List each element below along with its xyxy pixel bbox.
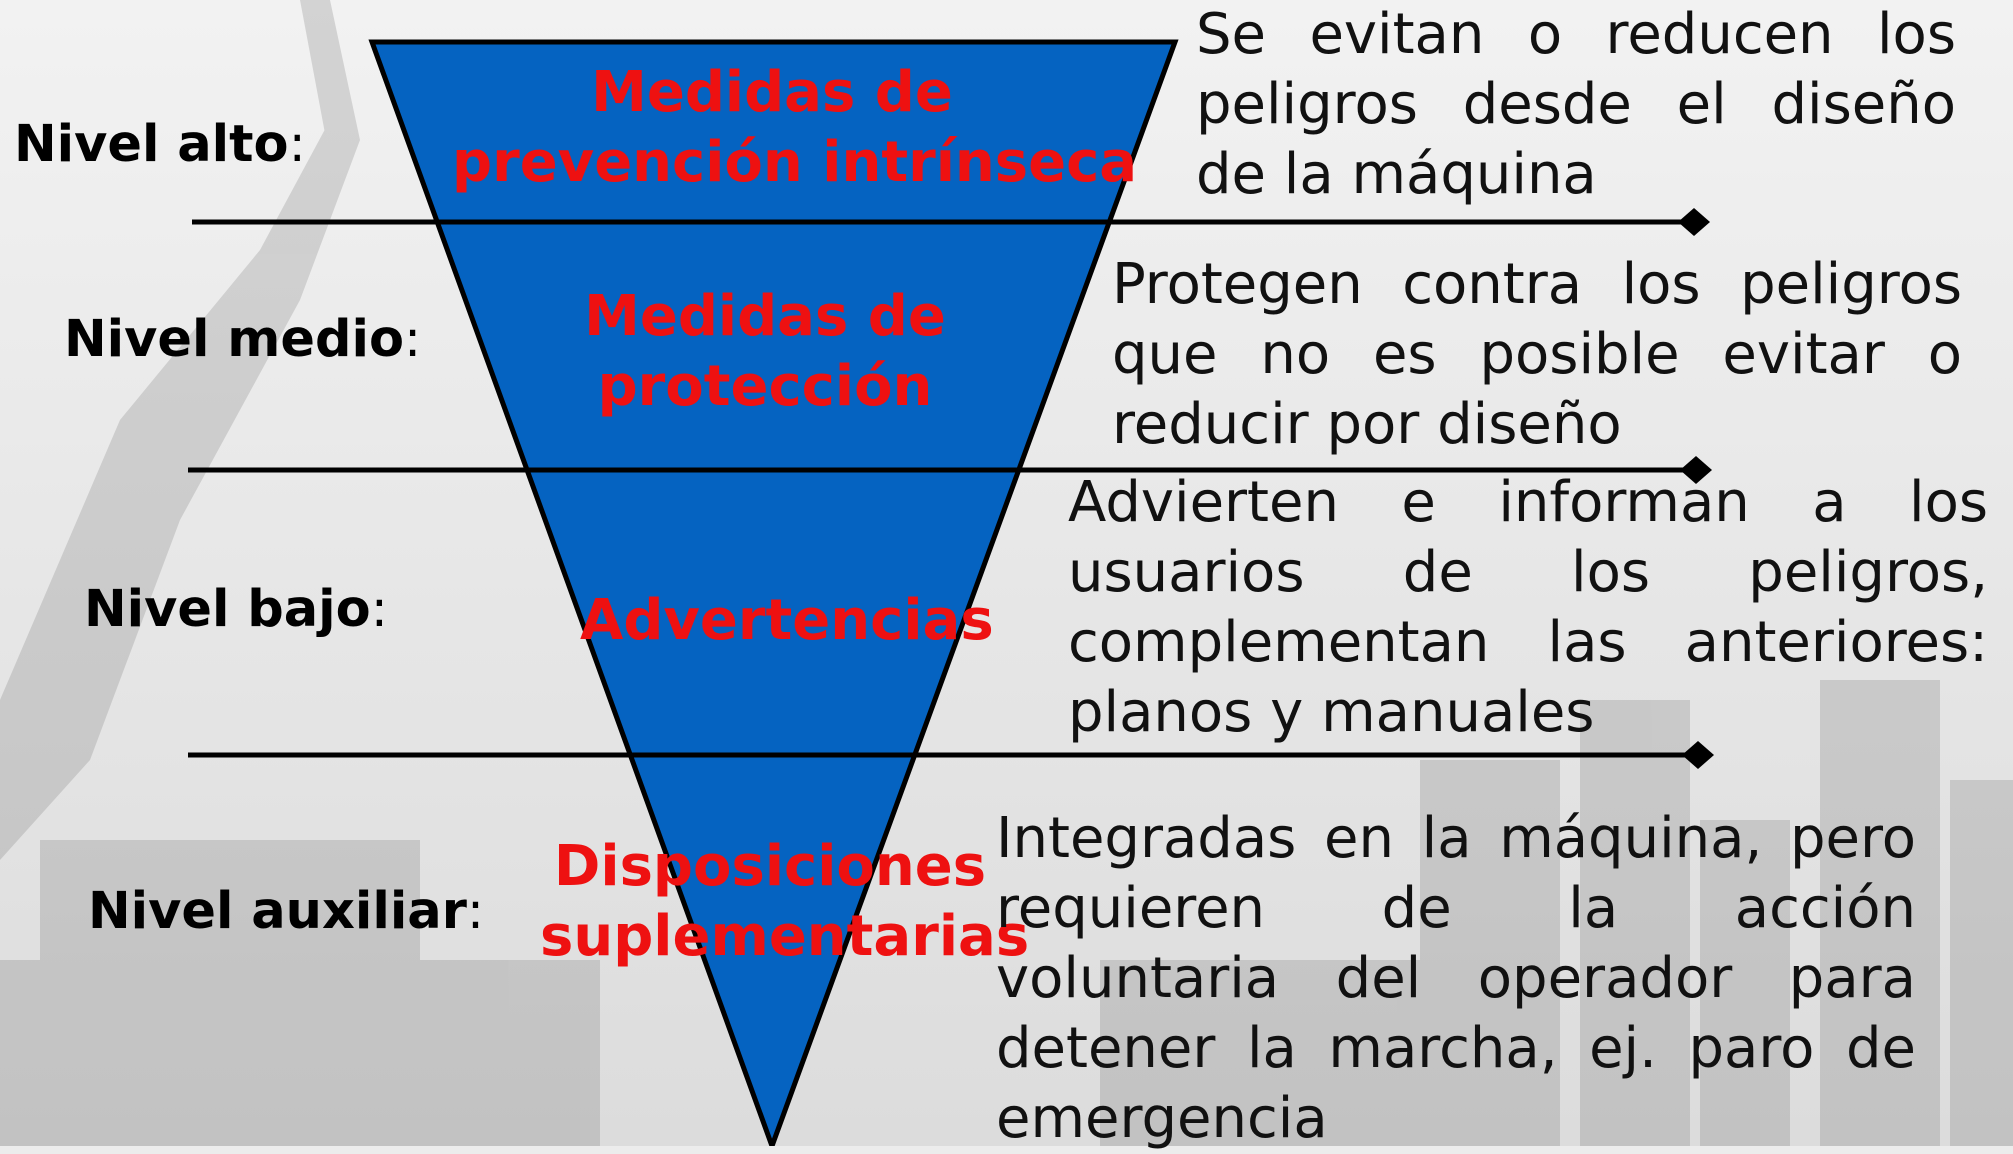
description-line: de la máquina [1196,142,1597,207]
level-colon: : [370,580,388,639]
divider-line-1 [192,208,1710,236]
description-line: que no es posible evitar o [1112,322,1962,387]
measure-line: Disposiciones [553,834,987,899]
measure-line: prevención intrínseca [452,130,1138,195]
measure-line: suplementarias [540,904,1030,969]
level-name: Nivel alto [14,115,289,174]
description-bajo: Advierten e informan a los usuarios de l… [1068,468,1988,748]
level-colon: : [404,310,422,369]
diamond-marker [1680,456,1712,484]
level-colon: : [288,115,306,174]
description-line: reducir por diseño [1112,392,1622,457]
description-line: peligros desde el diseño [1196,72,1956,137]
description-alto: Se evitan o reducen los peligros desde e… [1196,0,1956,210]
description-line: Protegen contra los peligros [1112,252,1962,317]
description-line: usuarios de los peligros, [1068,540,1988,605]
level-label-auxiliar: Nivel auxiliar: [88,886,484,937]
measure-advertencias: Advertencias [580,586,994,656]
description-line: requieren de la acción [996,876,1916,941]
level-name: Nivel medio [64,310,404,369]
description-medio: Protegen contra los peligros que no es p… [1112,250,1962,460]
description-line: detener la marcha, ej. paro de [996,1016,1916,1081]
description-line: voluntaria del operador para [996,946,1916,1011]
level-label-medio: Nivel medio: [64,314,421,365]
measure-disposiciones-suplementarias: Disposiciones suplementarias [540,832,1030,972]
measure-line: Advertencias [580,588,994,653]
description-line: Advierten e informan a los [1068,470,1988,535]
measure-line: Medidas de [591,60,953,125]
level-colon: : [466,882,485,941]
level-name: Nivel auxiliar [88,882,467,941]
divider-line-3 [188,741,1714,769]
description-line: planos y manuales [1068,680,1595,745]
inverted-triangle [368,39,1179,1146]
measure-line: protección [597,354,933,419]
description-line: emergencia [996,1086,1328,1151]
diamond-marker [1682,741,1714,769]
measure-line: Medidas de [584,284,946,349]
divider-line-2 [188,456,1712,484]
level-name: Nivel bajo [84,580,371,639]
description-line: complementan las anteriores: [1068,610,1988,675]
description-line: Se evitan o reducen los [1196,2,1956,67]
diamond-marker [1678,208,1710,236]
measure-proteccion: Medidas de protección [560,282,970,422]
description-auxiliar: Integradas en la máquina, pero requieren… [996,804,1916,1154]
description-line: Integradas en la máquina, pero [996,806,1916,871]
measure-prevencion-intrinseca: Medidas de prevención intrínseca [452,58,1138,198]
level-label-alto: Nivel alto: [14,119,306,170]
level-label-bajo: Nivel bajo: [84,584,388,635]
